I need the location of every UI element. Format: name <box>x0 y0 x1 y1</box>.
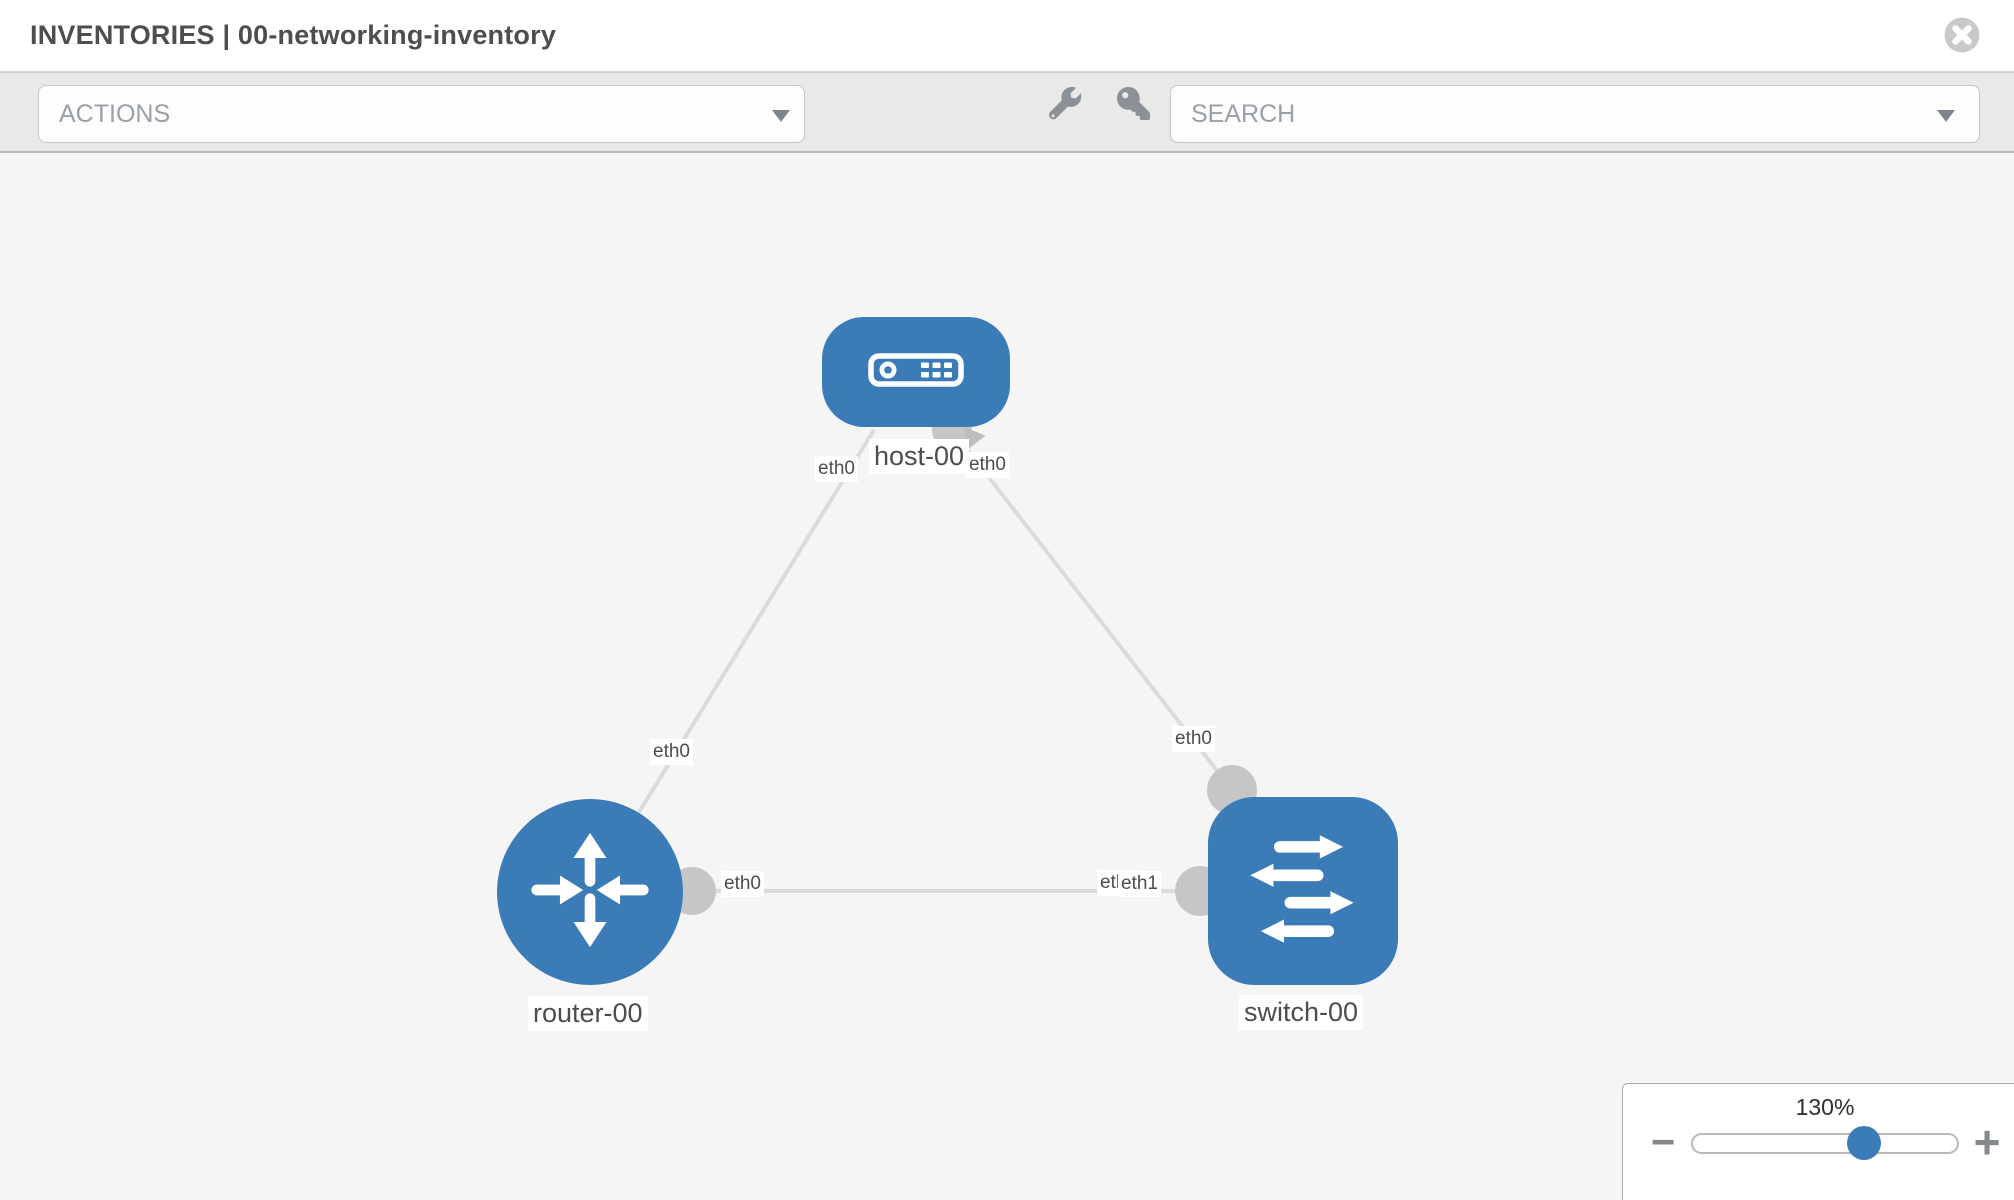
node-host-00[interactable] <box>822 317 1010 427</box>
node-label-router: router-00 <box>528 996 648 1031</box>
zoom-slider-knob[interactable] <box>1847 1126 1881 1160</box>
close-icon[interactable] <box>1944 17 1980 53</box>
edge-arrowhead-icon <box>964 427 986 451</box>
search-dropdown[interactable]: SEARCH <box>1170 85 1980 143</box>
zoom-slider-track[interactable] <box>1691 1133 1959 1154</box>
interface-label: eth0 <box>1172 726 1215 752</box>
actions-dropdown[interactable]: ACTIONS <box>38 85 805 143</box>
interface-label: eth0 <box>650 739 693 765</box>
header-bar: INVENTORIES | 00-networking-inventory <box>0 0 2014 72</box>
page-title: INVENTORIES | 00-networking-inventory <box>30 20 557 50</box>
zoom-level-value: 130% <box>1795 1094 1855 1120</box>
interface-label: eth0 <box>815 456 858 482</box>
router-icon <box>527 827 653 958</box>
caret-down-icon <box>1937 110 1955 122</box>
key-icon[interactable] <box>1117 87 1151 121</box>
zoom-out-button[interactable]: − <box>1650 1118 1676 1165</box>
node-switch-00[interactable] <box>1208 797 1398 985</box>
toolbar: ACTIONS SEARCH <box>0 72 2014 153</box>
switch-icon <box>1244 834 1362 948</box>
node-label-host: host-00 <box>869 439 970 474</box>
interface-label: eth1 <box>1118 871 1161 897</box>
caret-down-icon <box>772 110 790 122</box>
interface-label: eth0 <box>966 452 1009 478</box>
node-label-switch: switch-00 <box>1239 995 1364 1030</box>
host-icon <box>868 352 964 392</box>
zoom-in-button[interactable]: + <box>1973 1116 2001 1168</box>
search-dropdown-placeholder: SEARCH <box>1191 100 1296 128</box>
actions-dropdown-placeholder: ACTIONS <box>59 100 171 128</box>
zoom-control-panel: 130% − + <box>1622 1083 2014 1200</box>
interface-label: eth0 <box>721 871 764 897</box>
wrench-icon[interactable] <box>1049 86 1083 121</box>
node-router-00[interactable] <box>497 799 683 985</box>
